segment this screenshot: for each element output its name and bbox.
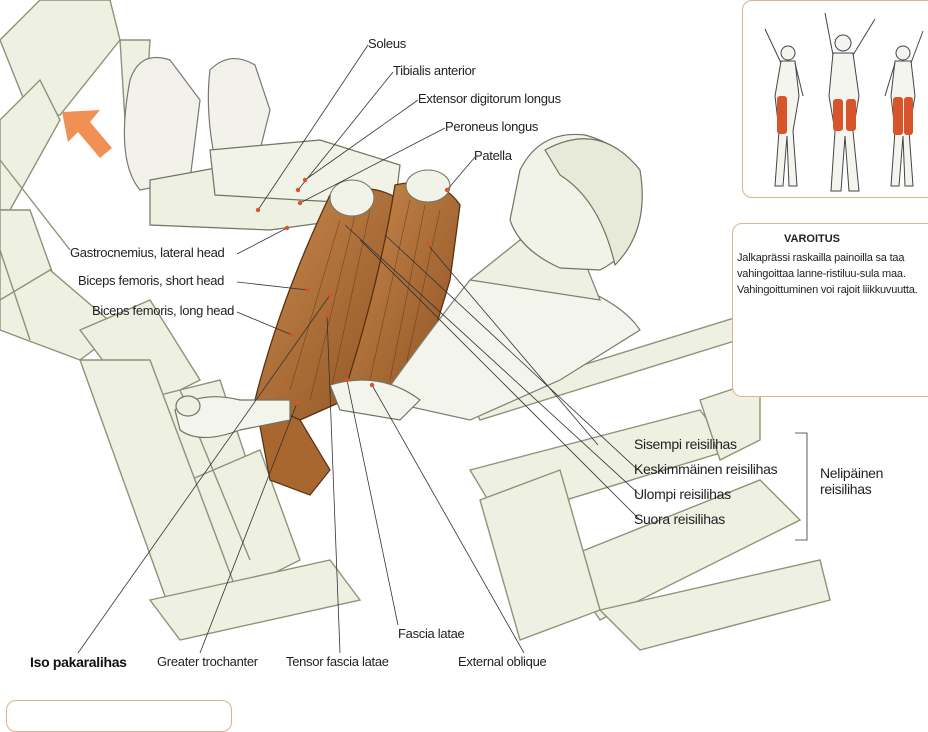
muscle-highlight-thumbnail — [742, 0, 928, 198]
label-tensor-fascia-latae: Tensor fascia latae — [286, 654, 389, 669]
label-patella: Patella — [474, 148, 512, 163]
label-ulompi-reisilihas: Ulompi reisilihas — [634, 486, 731, 502]
label-external-oblique: External oblique — [458, 654, 546, 669]
label-suora-reisilihas: Suora reisilihas — [634, 511, 725, 527]
warning-title: VAROITUS — [784, 233, 840, 245]
label-group-line2: reisilihas — [820, 481, 871, 497]
label-fascia-latae: Fascia latae — [398, 626, 465, 641]
label-gastrocnemius: Gastrocnemius, lateral head — [70, 245, 224, 260]
push-direction-arrow — [62, 110, 112, 158]
label-soleus: Soleus — [368, 36, 406, 51]
head — [510, 134, 642, 270]
warning-text: Jalkaprässi raskailla painoilla sa taa v… — [737, 250, 928, 298]
label-greater-trochanter: Greater trochanter — [157, 654, 258, 669]
bottom-panel-edge — [6, 700, 232, 732]
illustration-page: Soleus Tibialis anterior Extensor digito… — [0, 0, 928, 715]
label-tibialis-anterior: Tibialis anterior — [393, 63, 476, 78]
label-group-line1: Nelipäinen — [820, 465, 883, 481]
label-sisempi-reisilihas: Sisempi reisilihas — [634, 436, 737, 452]
label-extensor-digitorum-longus: Extensor digitorum longus — [418, 91, 561, 106]
label-biceps-long: Biceps femoris, long head — [92, 303, 234, 318]
three-figures-illustration — [743, 1, 928, 197]
label-iso-pakaralihas: Iso pakaralihas — [30, 654, 127, 670]
label-peroneus-longus: Peroneus longus — [445, 119, 538, 134]
label-biceps-short: Biceps femoris, short head — [78, 273, 224, 288]
label-keskimmainen-reisilihas: Keskimmäinen reisilihas — [634, 461, 777, 477]
